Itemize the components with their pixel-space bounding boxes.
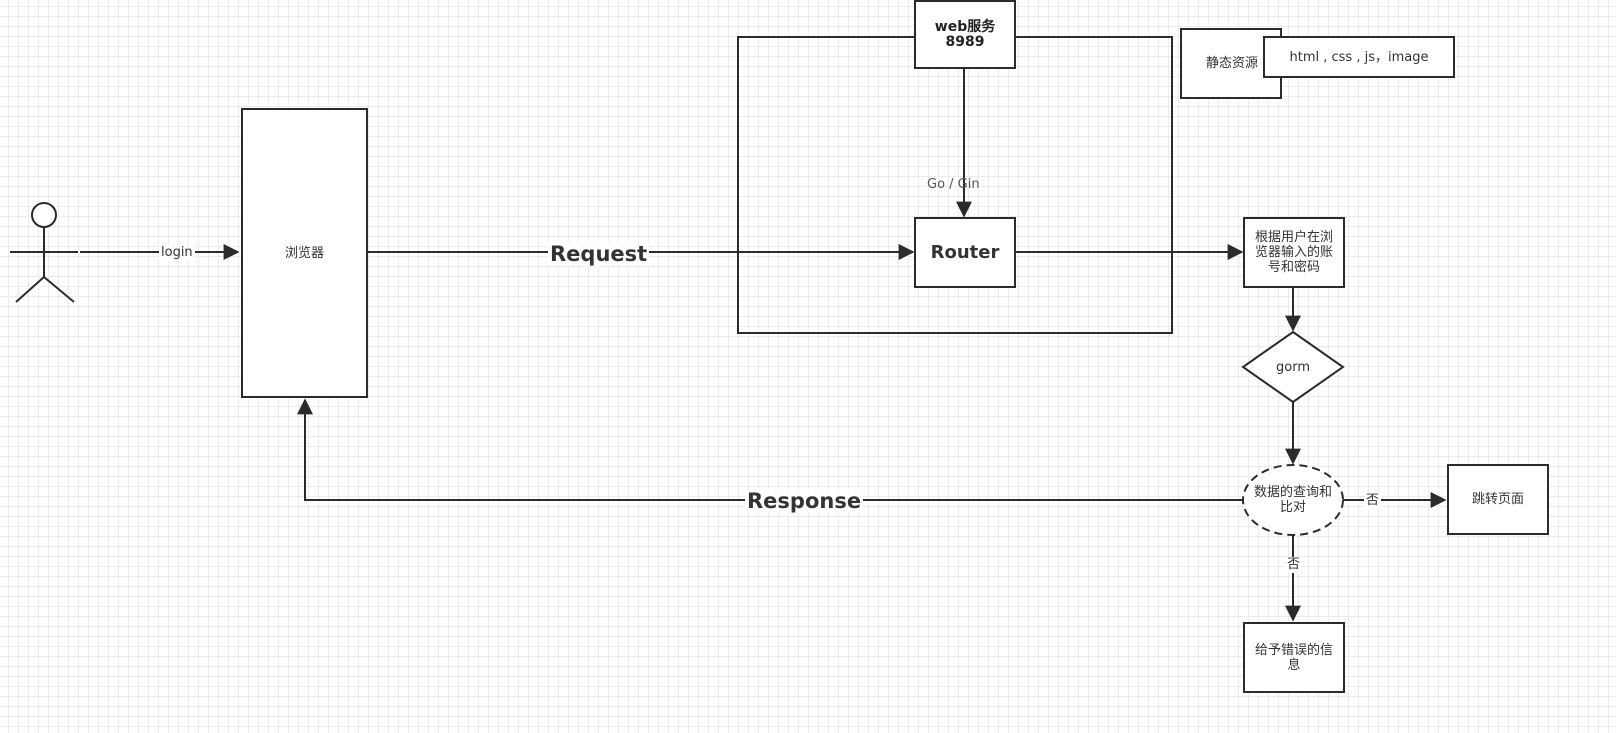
browser-label: 浏览器: [284, 245, 324, 261]
static-types-box: html , css , js，image: [1263, 36, 1455, 78]
web-service-box: web服务 8989: [914, 0, 1016, 69]
gorm-label-wrap: gorm: [1243, 352, 1343, 382]
framework-label: Go / Gin: [927, 177, 980, 192]
redirect-box: 跳转页面: [1447, 464, 1549, 535]
gorm-decision-diamond: [1241, 330, 1345, 404]
user-actor-icon: [10, 202, 78, 303]
gorm-label: gorm: [1276, 359, 1310, 375]
query-label-wrap: 数据的查询和比对: [1251, 480, 1335, 520]
error-info-box: 给予错误的信息: [1243, 622, 1345, 693]
redirect-label: 跳转页面: [1471, 492, 1524, 507]
edge-response-label: Response: [745, 489, 864, 513]
edge-request-label: Request: [548, 242, 650, 266]
edge-no-right-label: 否: [1364, 493, 1382, 509]
credentials-box: 根据用户在浏览器输入的账号和密码: [1243, 217, 1345, 288]
query-label: 数据的查询和比对: [1253, 485, 1332, 515]
edge-login-label: login: [159, 245, 195, 261]
web-service-label: web服务 8989: [934, 18, 996, 50]
edge-response: [297, 398, 1243, 501]
query-ellipse: [1242, 464, 1344, 536]
router-label: Router: [930, 242, 1000, 263]
static-types-label: html , css , js，image: [1289, 49, 1429, 65]
error-info-label: 给予错误的信息: [1254, 642, 1333, 673]
router-box: Router: [914, 217, 1016, 288]
edge-no-down-label: 否: [1285, 557, 1303, 573]
credentials-label: 根据用户在浏览器输入的账号和密码: [1254, 230, 1333, 275]
static-resources-label: 静态资源: [1206, 56, 1259, 71]
browser-box: 浏览器: [241, 108, 368, 398]
